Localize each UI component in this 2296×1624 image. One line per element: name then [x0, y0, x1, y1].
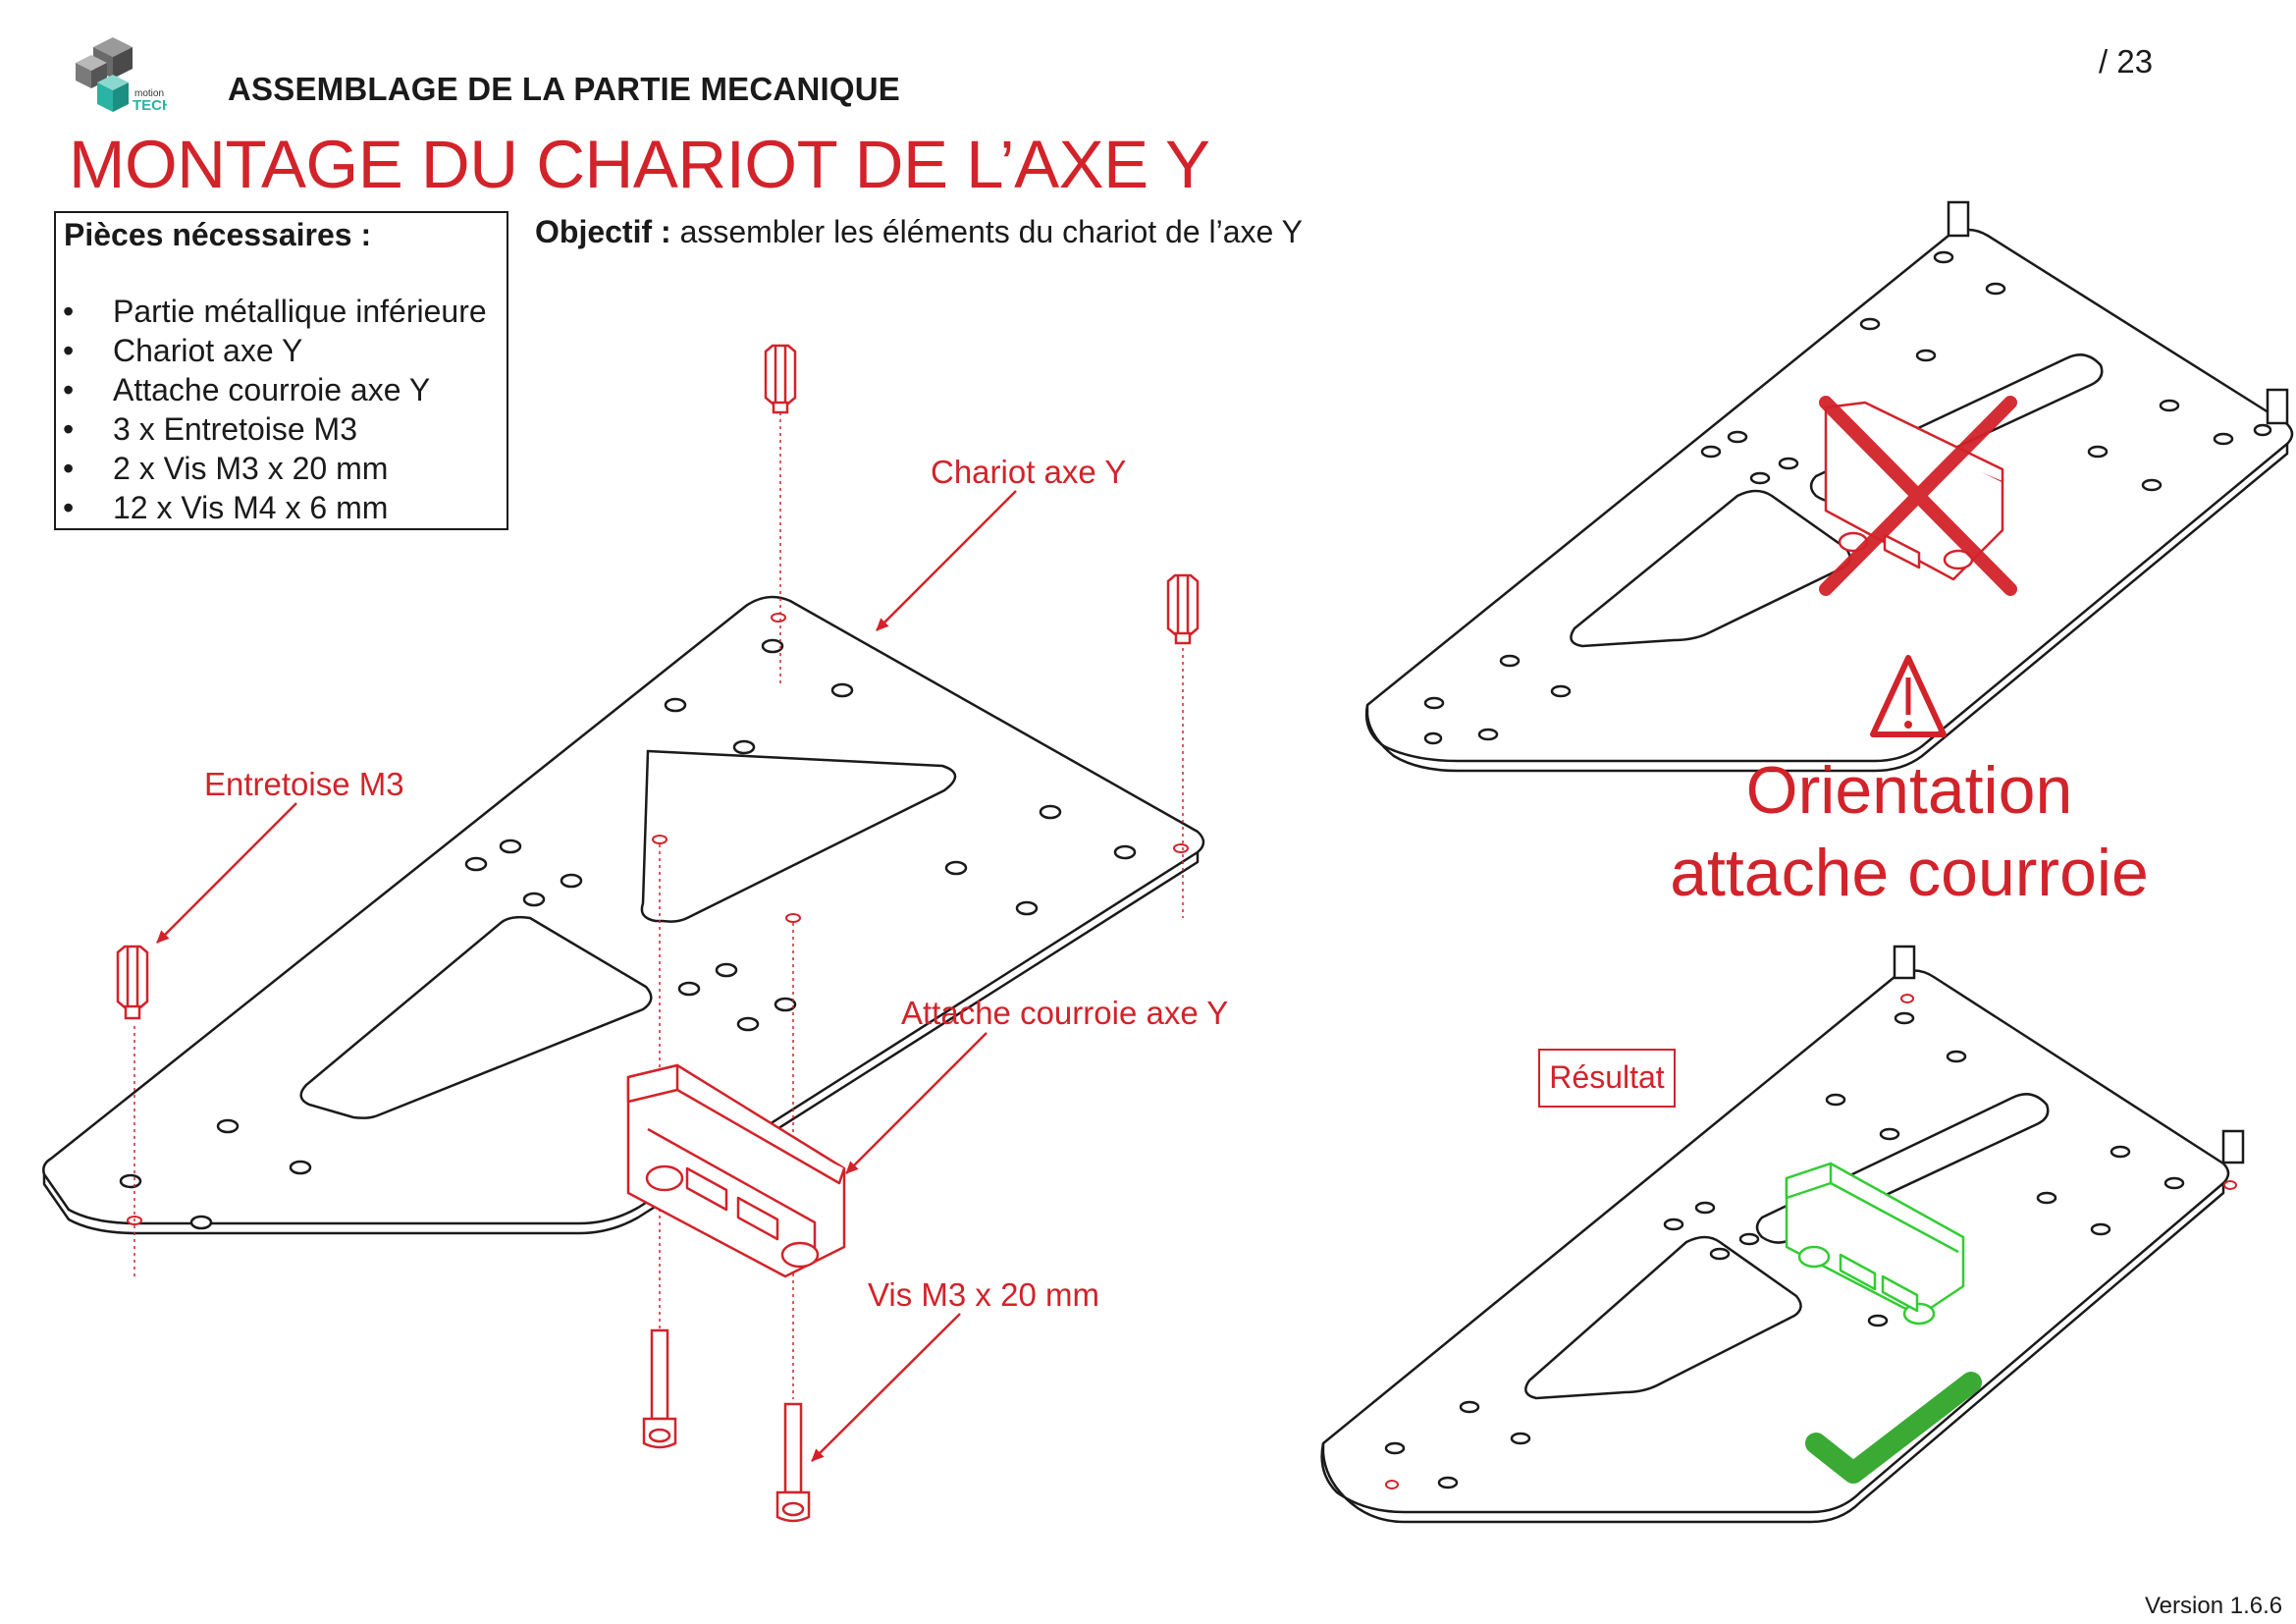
result-plate [1320, 969, 2230, 1524]
logo-big-text: TECH [133, 97, 167, 114]
objective-label: Objectif : [535, 214, 671, 249]
screw-1 [642, 1328, 677, 1449]
orientation-line-1: Orientation [1745, 753, 2073, 828]
version-text: Version 1.6.6 [2145, 1593, 2283, 1619]
wrong-plate-spacers [1947, 200, 2289, 425]
checkmark-icon [1805, 1372, 1982, 1484]
orientation-warning: Orientation attache courroie [1590, 749, 2228, 914]
parts-needed-box: Pièces nécessaires : •Partie métallique … [54, 211, 508, 530]
objective-body: assembler les éléments du chariot de l’a… [670, 214, 1303, 249]
result-plate-spacers [1893, 945, 2245, 1164]
label-chariot: Chariot axe Y [931, 454, 1127, 490]
wrong-cross-icon [1819, 396, 2017, 596]
label-entretoise: Entretoise M3 [204, 766, 404, 802]
result-clamp-green [1785, 1162, 1965, 1326]
motion-tech-logo: motion TECH [76, 37, 167, 114]
callout-arrows [156, 490, 1017, 1462]
wrong-plate-holes [1423, 250, 2272, 745]
belt-clamp [626, 1063, 846, 1278]
result-plate-red-holes [1385, 994, 2237, 1489]
section-title: ASSEMBLAGE DE LA PARTIE MECANIQUE [228, 71, 900, 107]
orientation-line-2: attache courroie [1670, 836, 2149, 910]
result-plate-holes [1384, 1011, 2185, 1489]
screw-2 [775, 1402, 811, 1523]
result-label: Résultat [1538, 1049, 1676, 1108]
warning-icon [1870, 655, 1947, 737]
main-plate-holes [119, 638, 1137, 1230]
parts-title: Pièces nécessaires : [64, 217, 372, 252]
label-vis: Vis M3 x 20 mm [868, 1276, 1099, 1313]
main-plate-slots [299, 749, 957, 1119]
spacer-left [116, 945, 149, 1020]
page-title: MONTAGE DU CHARIOT DE L’AXE Y [69, 127, 1210, 202]
spacer-right [1166, 573, 1200, 645]
spacer-top [764, 344, 797, 414]
label-attache: Attache courroie axe Y [901, 995, 1229, 1031]
page-number: / 23 [2099, 43, 2154, 80]
logo-small-text: motion [134, 88, 164, 99]
objective-text: Objectif : assembler les éléments du cha… [535, 214, 1303, 250]
